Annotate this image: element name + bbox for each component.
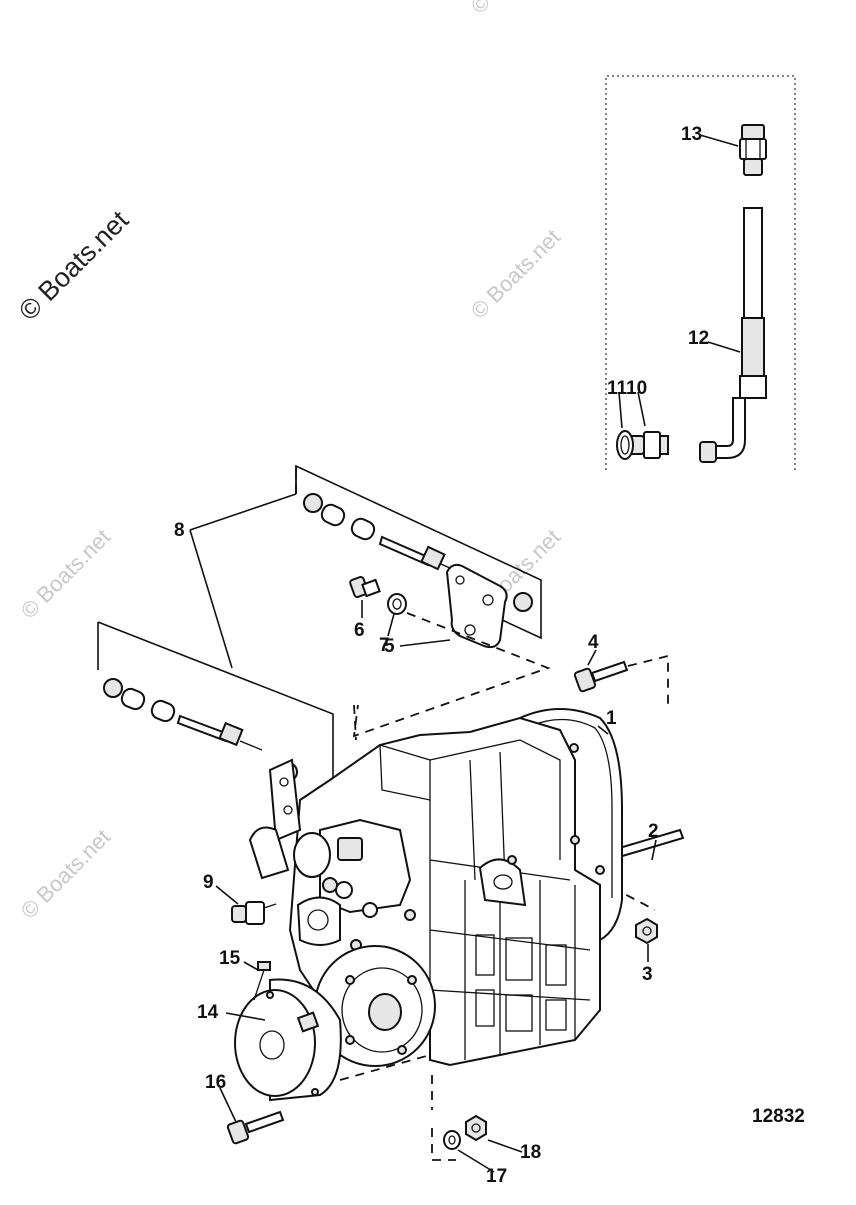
mount-panel-upper (295, 464, 542, 649)
hose-inset (605, 75, 796, 470)
callout-7: 7 (379, 635, 390, 656)
coupling-14 (234, 978, 342, 1102)
flange-plate (314, 945, 436, 1067)
panel-lower-outline (97, 621, 334, 780)
leader-lines (215, 134, 741, 1173)
callout-3: 3 (642, 964, 653, 985)
callout-2: 2 (648, 821, 659, 842)
bolt-4 (573, 660, 629, 693)
callout-16: 16 (205, 1072, 226, 1093)
assembly-path-lower (431, 1128, 456, 1161)
o-ring-11 (616, 430, 634, 460)
callout-8-leaders (189, 466, 297, 669)
assembly-path-upper (352, 612, 551, 738)
callout-11: 11 (607, 378, 628, 399)
watermark-faint-3: © Boats.net (466, 224, 565, 323)
bolt-16 (226, 1110, 285, 1145)
watermark-faint-2: © Boats.net (466, 0, 565, 19)
callout-12: 12 (688, 328, 709, 349)
callout-6: 6 (354, 620, 365, 641)
callout-4: 4 (588, 632, 599, 653)
fitting-13 (739, 124, 767, 176)
sender-9 (231, 901, 277, 925)
assembly-path-4 (627, 654, 669, 706)
diagram-reference-number: 12832 (752, 1106, 805, 1127)
callout-labels: 1 2 3 4 5 6 7 8 9 10 11 12 13 14 15 16 1… (174, 124, 709, 1187)
callout-1: 1 (606, 708, 617, 729)
callout-14: 14 (197, 1002, 219, 1023)
nut-18 (465, 1114, 487, 1142)
callout-8: 8 (174, 520, 185, 541)
watermark-faint-1: © Boats.net (0, 0, 75, 19)
watermark-main: © Boats.net (13, 205, 135, 327)
callout-13: 13 (681, 124, 702, 145)
washer-7 (387, 593, 407, 615)
callout-17: 17 (486, 1166, 507, 1187)
callout-5: 5 (384, 636, 395, 657)
hose-12 (699, 207, 767, 463)
callout-15: 15 (219, 948, 241, 969)
watermark-faint-4: © Boats.net (16, 524, 115, 623)
washer-17 (443, 1130, 461, 1150)
nut-3 (635, 917, 658, 945)
inset-border (605, 75, 796, 470)
callout-10: 10 (626, 378, 647, 399)
callout-9: 9 (203, 872, 214, 893)
watermark-faint-6: © Boats.net (16, 824, 115, 923)
callout-18: 18 (520, 1142, 541, 1163)
mount-panel-lower (97, 621, 334, 782)
screw-15 (253, 961, 271, 1001)
bolt-6 (349, 575, 381, 599)
